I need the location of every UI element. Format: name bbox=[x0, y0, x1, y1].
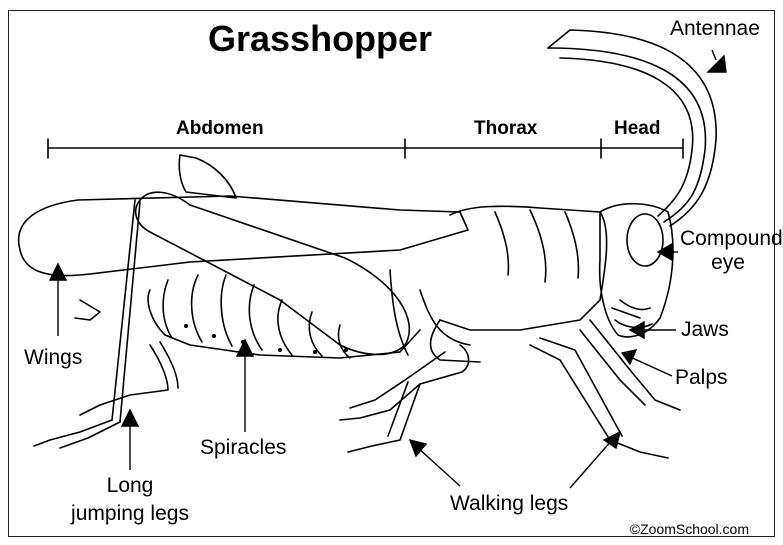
section-label-thorax: Thorax bbox=[474, 118, 537, 140]
forewing-shape bbox=[19, 196, 468, 276]
label-jumping-legs-line1: Long bbox=[60, 474, 200, 498]
hind-femur-shape bbox=[136, 192, 410, 354]
label-compound-eye-line2: eye bbox=[680, 251, 776, 275]
section-label-abdomen: Abdomen bbox=[176, 118, 264, 140]
section-label-head: Head bbox=[614, 118, 660, 140]
label-jumping-legs-line2: jumping legs bbox=[60, 502, 200, 526]
compound-eye-shape bbox=[627, 214, 663, 266]
diagram-title: Grasshopper bbox=[208, 18, 432, 60]
label-wings: Wings bbox=[24, 346, 82, 370]
label-compound-eye-line1: Compound bbox=[680, 227, 776, 251]
copyright-notice: ©ZoomSchool.com bbox=[630, 521, 749, 537]
walking-legs-shape bbox=[340, 320, 680, 458]
label-jaws: Jaws bbox=[681, 318, 729, 342]
pointer-arrows bbox=[50, 50, 726, 488]
spiracle-dots bbox=[184, 324, 348, 354]
abdomen-shape bbox=[148, 290, 420, 358]
label-palps: Palps bbox=[675, 366, 728, 390]
section-bracket bbox=[48, 139, 683, 158]
label-walking-legs: Walking legs bbox=[450, 492, 568, 516]
label-antennae: Antennae bbox=[670, 17, 760, 41]
label-spiracles: Spiracles bbox=[200, 436, 286, 460]
